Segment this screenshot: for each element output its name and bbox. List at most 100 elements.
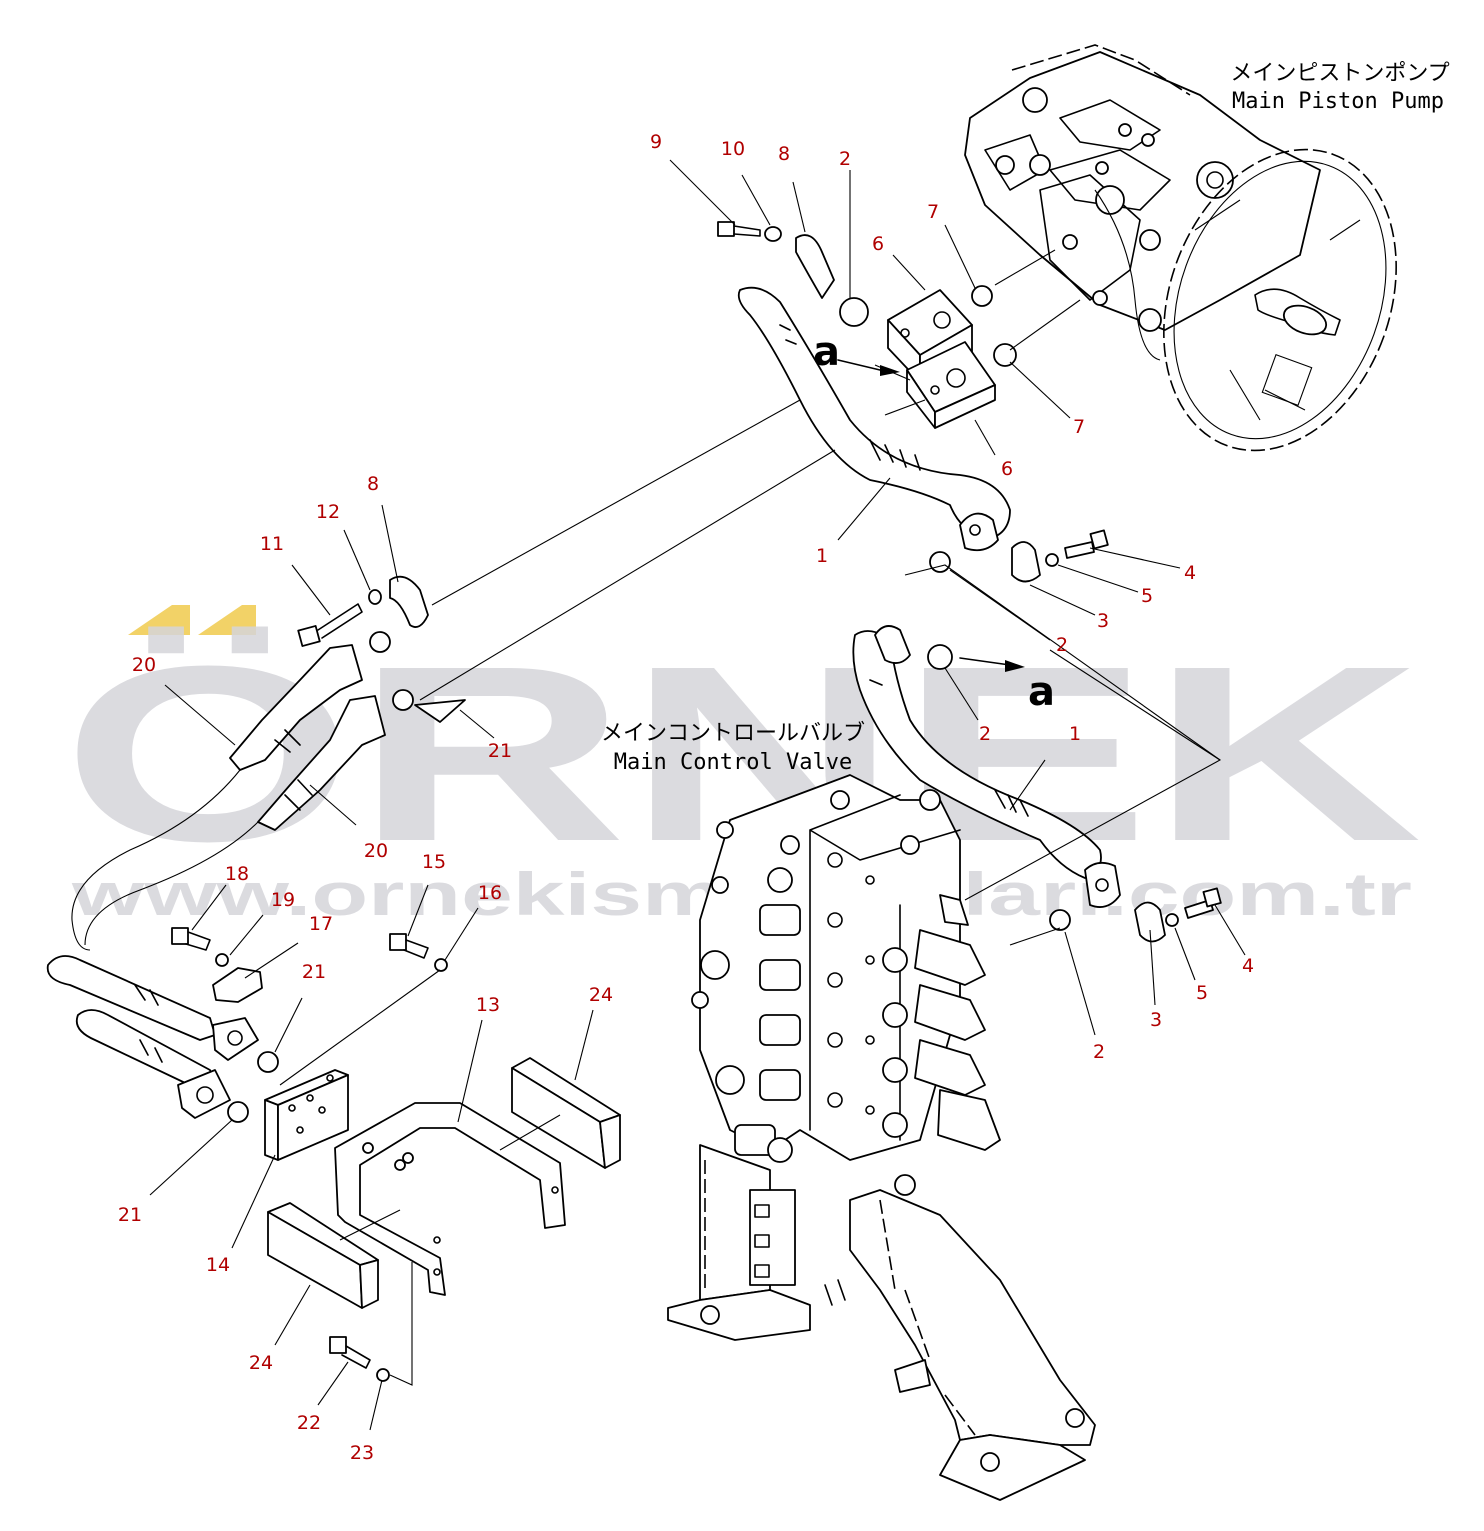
callout-16: 16 <box>478 882 502 904</box>
callout-1: 1 <box>816 545 828 567</box>
lower-hose-assembly: a <box>852 625 1222 943</box>
bolt-9 <box>717 221 761 237</box>
view-mark-a-2: a <box>1028 669 1055 715</box>
callout-6: 6 <box>1001 458 1013 480</box>
front-plate-holes <box>780 790 920 1115</box>
callout-18: 18 <box>225 863 249 885</box>
left-spool-caps <box>691 821 801 1163</box>
oring-2-mid <box>929 551 951 573</box>
callout-2: 2 <box>979 723 991 745</box>
bolt-4-lower <box>1184 887 1222 919</box>
clamp-3-lower <box>1134 901 1166 943</box>
right-relief-valves <box>882 789 1001 1196</box>
callout-21: 21 <box>302 961 326 983</box>
bolt-15 <box>389 933 429 959</box>
oring-21-b <box>392 689 414 711</box>
main-control-valve <box>667 774 1096 1501</box>
callout-8: 8 <box>367 473 379 495</box>
callout-7: 7 <box>927 201 939 223</box>
hose-20-a <box>229 644 363 771</box>
callout-1: 1 <box>1069 723 1081 745</box>
clamp-17 <box>212 967 263 1003</box>
washer-10 <box>764 226 782 242</box>
washer-5-upper <box>1045 553 1059 567</box>
watermark-accent-right <box>198 605 256 635</box>
valve-label-jp: メインコントロールバルブ <box>601 721 865 746</box>
callout-10: 10 <box>721 138 745 160</box>
callout-3: 3 <box>1097 610 1109 632</box>
oring-7-lower <box>993 343 1017 367</box>
callout-13: 13 <box>476 994 500 1016</box>
callout-2: 2 <box>1093 1041 1105 1063</box>
oring-7-upper <box>971 285 993 307</box>
callout-20: 20 <box>364 840 388 862</box>
bolt-4-upper <box>1064 529 1109 559</box>
callout-21: 21 <box>488 740 512 762</box>
left-hose-assembly <box>46 575 466 1123</box>
oring-2-upper <box>839 297 869 327</box>
flange-1-lower-bottom <box>1084 861 1121 908</box>
oring-2-lower <box>1049 909 1071 931</box>
plate-21 <box>414 699 466 723</box>
block-6-lower <box>906 341 996 429</box>
washer-16 <box>434 958 448 972</box>
bracket-assembly <box>264 1057 621 1386</box>
pump-label-jp: メインピストンポンプ <box>1230 61 1449 86</box>
callout-14: 14 <box>206 1254 230 1276</box>
callout-2: 2 <box>1056 634 1068 656</box>
callout-9: 9 <box>650 131 662 153</box>
oring-21-d <box>227 1101 249 1123</box>
callout-12: 12 <box>316 501 340 523</box>
callout-3: 3 <box>1150 1009 1162 1031</box>
callout-numbers: 9 10 8 2 6 7 6 7 1 12 8 11 20 21 20 4 5 … <box>118 131 1254 1464</box>
oring-21-a <box>369 631 391 653</box>
view-mark-a-1: a <box>813 329 840 375</box>
callout-4: 4 <box>1184 562 1196 584</box>
flange-20-c <box>212 1017 259 1061</box>
callout-11: 11 <box>260 533 284 555</box>
main-piston-pump <box>964 44 1397 452</box>
bolt-22 <box>329 1336 371 1369</box>
callout-4: 4 <box>1242 955 1254 977</box>
callout-23: 23 <box>350 1442 374 1464</box>
bracket-13 <box>334 1102 566 1296</box>
callout-6: 6 <box>872 233 884 255</box>
watermark-accent-left <box>128 605 190 635</box>
callout-8: 8 <box>778 143 790 165</box>
callout-21: 21 <box>118 1204 142 1226</box>
clamp-3-upper <box>1011 541 1041 583</box>
callout-7: 7 <box>1073 416 1085 438</box>
washer-23 <box>376 1368 390 1382</box>
callout-5: 5 <box>1141 585 1153 607</box>
pump-label-en: Main Piston Pump <box>1232 89 1444 114</box>
washer-19 <box>215 953 229 967</box>
pad-24-lower <box>267 1202 379 1309</box>
bolt-18 <box>171 927 211 951</box>
valve-frame <box>667 1144 1096 1501</box>
upper-hose-assembly: a <box>717 221 1109 583</box>
callout-2: 2 <box>839 148 851 170</box>
washer-5-lower <box>1165 913 1179 927</box>
clamp-8-left <box>389 575 429 628</box>
flange-1-lower-top <box>874 625 911 664</box>
pad-24-upper <box>511 1057 621 1169</box>
bolt-11 <box>297 603 363 647</box>
callout-22: 22 <box>297 1412 321 1434</box>
washer-12 <box>368 589 382 605</box>
callout-19: 19 <box>271 889 295 911</box>
hose-20-b <box>257 695 386 831</box>
callout-17: 17 <box>309 913 333 935</box>
leader-lines <box>149 159 1246 1431</box>
callout-24: 24 <box>249 1352 273 1374</box>
flange-20-d <box>177 1069 231 1119</box>
valve-label-en: Main Control Valve <box>614 750 852 775</box>
callout-15: 15 <box>422 851 446 873</box>
callout-5: 5 <box>1196 982 1208 1004</box>
callout-24: 24 <box>589 984 613 1006</box>
oring-2-view-a <box>927 644 953 670</box>
callout-20: 20 <box>132 654 156 676</box>
oring-21-c <box>257 1051 279 1073</box>
clamp-8-upper <box>795 234 835 299</box>
